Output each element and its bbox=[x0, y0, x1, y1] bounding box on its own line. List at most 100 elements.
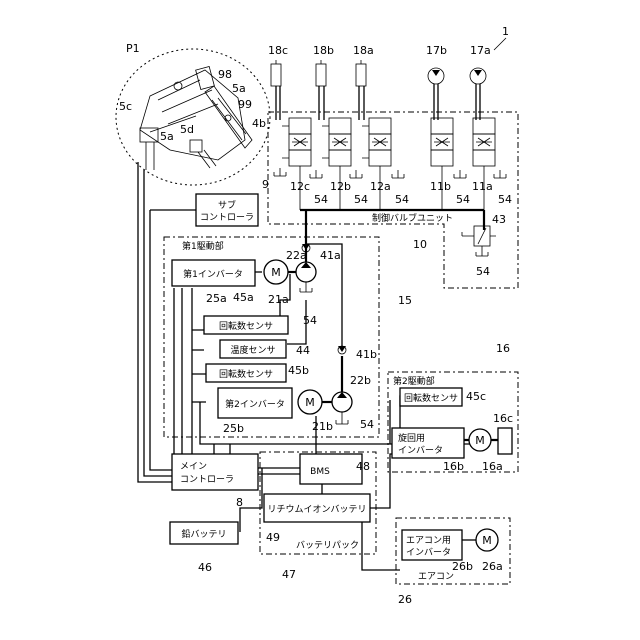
pump-22b-icon bbox=[332, 392, 352, 424]
svg-text:54: 54 bbox=[360, 418, 374, 431]
svg-text:47: 47 bbox=[282, 568, 296, 581]
svg-text:P1: P1 bbox=[126, 42, 140, 55]
svg-text:22a: 22a bbox=[286, 249, 307, 262]
motor-21b-icon: M bbox=[298, 390, 322, 414]
temp-sensor-label: 温度センサ bbox=[230, 344, 275, 356]
first-inverter-label: 第1インバータ bbox=[183, 268, 243, 280]
svg-text:54: 54 bbox=[303, 314, 317, 327]
main-controller-label-2: コントローラ bbox=[180, 474, 234, 485]
first-drive-label: 第1駆動部 bbox=[182, 240, 224, 252]
svg-text:21b: 21b bbox=[312, 420, 333, 433]
control-valve-12a-icon bbox=[362, 118, 391, 166]
motor-21a-icon: M bbox=[264, 260, 288, 284]
cylinder-18a-icon bbox=[356, 60, 366, 120]
svg-text:22b: 22b bbox=[350, 374, 371, 387]
aircon-label: エアコン bbox=[418, 572, 454, 582]
svg-text:11a: 11a bbox=[472, 180, 493, 193]
ac-inverter-label-1: エアコン用 bbox=[406, 535, 451, 546]
svg-text:49: 49 bbox=[266, 531, 280, 544]
cylinder-18b-icon bbox=[316, 60, 326, 120]
sub-controller-label-1: サブ bbox=[218, 199, 236, 211]
svg-text:12b: 12b bbox=[330, 180, 351, 193]
svg-text:45a: 45a bbox=[233, 291, 254, 304]
svg-text:54: 54 bbox=[498, 193, 512, 206]
bms-label: BMS bbox=[310, 467, 330, 477]
svg-text:M: M bbox=[475, 434, 485, 447]
li-battery-label: リチウムイオンバッテリ bbox=[267, 504, 366, 515]
cylinder-18c-icon bbox=[271, 60, 281, 120]
svg-text:54: 54 bbox=[354, 193, 368, 206]
svg-text:16b: 16b bbox=[443, 460, 464, 473]
control-valve-11a-icon bbox=[473, 118, 495, 166]
svg-text:5a: 5a bbox=[160, 130, 174, 143]
svg-text:5d: 5d bbox=[180, 123, 194, 136]
rpm-sensor-b-label: 回転数センサ bbox=[219, 368, 273, 380]
svg-text:41b: 41b bbox=[356, 348, 377, 361]
second-drive-label: 第2駆動部 bbox=[393, 375, 435, 387]
lead-battery-label: 鉛バッテリ bbox=[181, 528, 226, 540]
svg-text:26a: 26a bbox=[482, 560, 503, 573]
relief-valve-43-icon bbox=[462, 226, 496, 256]
sub-controller-label-2: コントローラ bbox=[200, 212, 254, 223]
svg-text:1: 1 bbox=[502, 25, 509, 38]
svg-text:46: 46 bbox=[198, 561, 212, 574]
svg-text:12c: 12c bbox=[290, 180, 310, 193]
svg-text:18b: 18b bbox=[313, 44, 334, 57]
svg-text:4b: 4b bbox=[252, 117, 266, 130]
svg-text:44: 44 bbox=[296, 344, 310, 357]
svg-text:54: 54 bbox=[314, 193, 328, 206]
svg-text:9: 9 bbox=[262, 178, 269, 191]
svg-text:17a: 17a bbox=[470, 44, 491, 57]
svg-text:18a: 18a bbox=[353, 44, 374, 57]
svg-text:25a: 25a bbox=[206, 292, 227, 305]
svg-text:54: 54 bbox=[456, 193, 470, 206]
svg-text:45b: 45b bbox=[288, 364, 309, 377]
main-controller-label-1: メイン bbox=[180, 462, 207, 472]
operator-cab-illustration bbox=[116, 49, 270, 185]
control-valve-unit-label: 制御バルブユニット bbox=[372, 212, 453, 224]
svg-text:M: M bbox=[305, 396, 315, 409]
battery-pack-label: バッテリパック bbox=[296, 540, 359, 551]
svg-text:25b: 25b bbox=[223, 422, 244, 435]
swing-inverter-label-2: インバータ bbox=[398, 445, 443, 456]
svg-text:5a: 5a bbox=[232, 82, 246, 95]
svg-text:15: 15 bbox=[398, 294, 412, 307]
control-valve-12b-icon bbox=[322, 118, 351, 166]
svg-text:11b: 11b bbox=[430, 180, 451, 193]
svg-text:43: 43 bbox=[492, 213, 506, 226]
swing-inverter-label-1: 旋回用 bbox=[398, 432, 425, 444]
motor-26a-icon: M bbox=[476, 529, 498, 551]
svg-text:45c: 45c bbox=[466, 390, 486, 403]
pump-22a-icon bbox=[296, 262, 316, 292]
svg-text:10: 10 bbox=[413, 238, 427, 251]
ac-inverter-label-2: インバータ bbox=[406, 547, 451, 558]
svg-text:17b: 17b bbox=[426, 44, 447, 57]
svg-text:5c: 5c bbox=[119, 100, 132, 113]
svg-text:M: M bbox=[271, 266, 281, 279]
svg-text:99: 99 bbox=[238, 98, 252, 111]
svg-text:8: 8 bbox=[236, 496, 243, 509]
svg-text:26b: 26b bbox=[452, 560, 473, 573]
svg-text:18c: 18c bbox=[268, 44, 288, 57]
svg-text:41a: 41a bbox=[320, 249, 341, 262]
svg-text:48: 48 bbox=[356, 460, 370, 473]
svg-text:16: 16 bbox=[496, 342, 510, 355]
svg-text:54: 54 bbox=[395, 193, 409, 206]
control-valve-11b-icon bbox=[431, 118, 453, 166]
rpm-sensor-c-label: 回転数センサ bbox=[404, 392, 458, 404]
control-valve-12c-icon bbox=[282, 118, 311, 166]
svg-text:16c: 16c bbox=[493, 412, 513, 425]
svg-text:12a: 12a bbox=[370, 180, 391, 193]
check-valve-41b-icon bbox=[338, 346, 346, 354]
svg-text:16a: 16a bbox=[482, 460, 503, 473]
svg-text:M: M bbox=[482, 534, 492, 547]
motor-16a-icon: M bbox=[469, 429, 491, 451]
svg-text:21a: 21a bbox=[268, 293, 289, 306]
swing-device-16c-icon bbox=[498, 428, 512, 454]
svg-text:26: 26 bbox=[398, 593, 412, 606]
svg-text:98: 98 bbox=[218, 68, 232, 81]
svg-text:54: 54 bbox=[476, 265, 490, 278]
second-inverter-label: 第2インバータ bbox=[225, 398, 285, 410]
rpm-sensor-a-label: 回転数センサ bbox=[219, 320, 273, 332]
